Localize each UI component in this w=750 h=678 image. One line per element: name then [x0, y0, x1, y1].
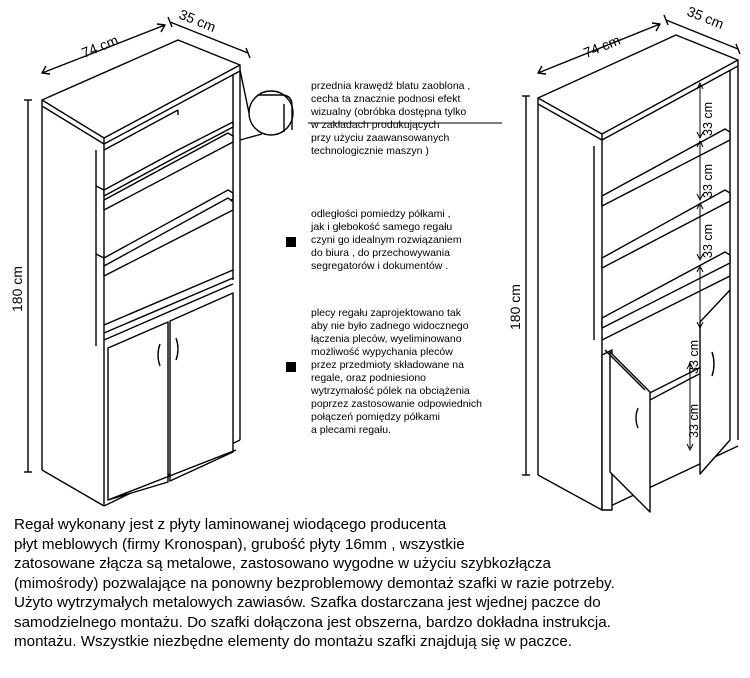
note-line: przez przedmioty składowane na — [311, 359, 464, 371]
note-line: a plecami regału. — [311, 424, 391, 436]
description-line: płyt meblowych (firmy Kronospan), gruboś… — [14, 535, 465, 553]
note-line: wizualny (obróbka dostępna tylko — [311, 106, 467, 118]
description-line: Regał wykonany jest z płyty laminowanej … — [14, 516, 447, 533]
back-note: plecy regału zaprojektowano tak aby nie … — [311, 307, 482, 437]
left-depth-label: 35 cm — [177, 6, 218, 35]
note-line: wytrzymałość pólek na obciążenia — [311, 385, 470, 397]
cabinet-drawings: 74 cm 35 cm 180 cm 74 cm 35 cm 180 cm 33… — [9, 3, 741, 513]
shelf-spacing-label: 33 cm — [701, 224, 715, 258]
shelf-spacing-label: 33 cm — [701, 164, 715, 198]
note-line: poprzez zastosowanie odpowiednich — [311, 398, 483, 410]
edge-detail-callout — [239, 69, 294, 141]
right-width-dimension — [537, 22, 661, 75]
note-line: możliwość wypychania pleców — [311, 346, 453, 358]
bullet-marker — [286, 237, 296, 247]
edge-note: przednia krawędź blatu zaoblona , cecha … — [311, 80, 470, 158]
right-depth-label: 35 cm — [685, 3, 726, 32]
note-line: przy użyciu zaawansowanych — [311, 132, 450, 144]
description-line: montażu. Wszystkie niezbędne elementy do… — [14, 633, 572, 650]
right-width-label: 74 cm — [581, 32, 622, 61]
note-line: segregatorów i dokumentów . — [311, 260, 449, 272]
note-line: regale, oraz podniesiono — [311, 372, 426, 384]
shelf-spacing-label: 33 cm — [687, 404, 701, 438]
note-line: łączenia pleców, wyeliminowano — [311, 333, 462, 345]
right-cabinet — [537, 34, 739, 513]
left-height-dimension — [24, 99, 32, 473]
description-line: samodzielnego montażu. Do szafki dołączo… — [14, 613, 611, 631]
note-line: plecy regału zaprojektowano tak — [311, 307, 462, 319]
product-description: Regał wykonany jest z płyty laminowanej … — [14, 515, 744, 652]
shelf-spacing-label: 33 cm — [687, 340, 701, 374]
note-line: czyni go idealnym rozwiązaniem — [311, 234, 462, 246]
left-width-dimension — [41, 23, 166, 75]
right-depth-dimension — [663, 14, 741, 55]
note-line: odległości pomiedzy półkami , — [311, 208, 451, 220]
note-line: połączeń pomiędzy półkami — [311, 411, 440, 423]
description-line: Użyto wytrzymałych metalowych zawiasów. … — [14, 594, 601, 611]
left-width-label: 74 cm — [79, 32, 120, 61]
left-cabinet — [41, 39, 241, 507]
note-line: w zakładach produkujących — [311, 119, 440, 131]
note-line: aby nie było zadnego widocznego — [311, 320, 469, 332]
note-line: cecha ta znacznie podnosi efekt — [311, 93, 461, 105]
note-line: do biura , do przechowywania — [311, 247, 450, 259]
left-depth-dimension — [167, 16, 251, 59]
note-line: przednia krawędź blatu zaoblona , — [311, 80, 471, 92]
shelf-spacing-label: 33 cm — [701, 102, 715, 136]
right-height-label: 180 cm — [507, 284, 523, 330]
right-height-dimension — [522, 95, 530, 476]
note-line: jak i głebokość samego regału — [311, 221, 453, 233]
description-line: (mimośrody) pozwalające na ponowny bezpr… — [14, 574, 615, 592]
note-line: technologicznie maszyn ) — [311, 145, 429, 157]
left-height-label: 180 cm — [9, 266, 25, 312]
shelves-note: odległości pomiedzy półkami , jak i głeb… — [311, 208, 462, 273]
description-line: zatosowane złącza są metalowe, zastosowa… — [14, 555, 551, 572]
bullet-marker — [286, 362, 296, 372]
